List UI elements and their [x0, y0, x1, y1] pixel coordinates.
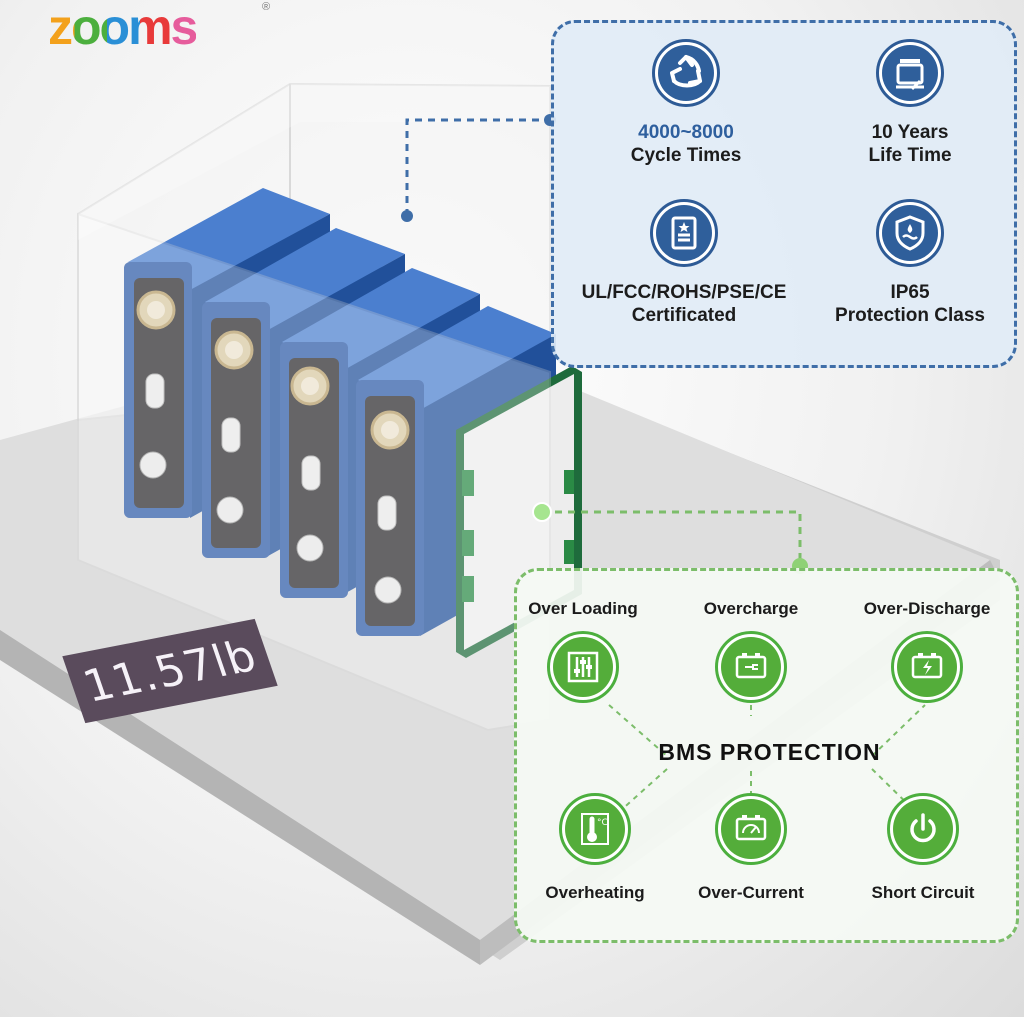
- bms-item-overcharge: Overcharge: [671, 599, 831, 703]
- feature-label: Life Time: [868, 145, 952, 166]
- bms-item-over-loading: Over Loading: [503, 599, 663, 703]
- bms-title: BMS PROTECTION: [658, 739, 881, 765]
- certificate-icon: [650, 199, 718, 267]
- feature-value: 10 Years: [871, 122, 949, 143]
- feature-cycle-times: 4000~8000 Cycle Times: [576, 39, 796, 167]
- blue-connector: [405, 118, 550, 216]
- bms-item-label: Over-Discharge: [863, 599, 991, 618]
- sliders-icon: [547, 631, 619, 703]
- feature-life-time: 10 Years Life Time: [800, 39, 1020, 167]
- registered-mark: ®: [262, 1, 271, 13]
- recycle-icon: [652, 39, 720, 107]
- bms-item-label: Overheating: [545, 883, 645, 902]
- features-panel: 4000~8000 Cycle Times 10 Years Life Time…: [551, 20, 1017, 368]
- waterproof-shield-icon: [876, 199, 944, 267]
- battery-discharge-icon: [891, 631, 963, 703]
- feature-label: Protection Class: [835, 305, 985, 326]
- bms-item-overheating: °C Overheating: [515, 793, 675, 903]
- brand-logo-text: zooms: [48, 0, 198, 55]
- bms-item-label: Overcharge: [703, 599, 799, 618]
- feature-protection-class: IP65 Protection Class: [800, 199, 1020, 327]
- battery-cells: [124, 188, 556, 636]
- power-icon: [887, 793, 959, 865]
- svg-text:°C: °C: [597, 818, 608, 828]
- thermometer-icon: °C: [559, 793, 631, 865]
- feature-value: UL/FCC/ROHS/PSE/CE: [581, 282, 787, 303]
- battery-plug-icon: [715, 631, 787, 703]
- bms-item-short-circuit: Short Circuit: [843, 793, 1003, 903]
- feature-value: IP65: [890, 282, 930, 303]
- bms-item-label: Short Circuit: [871, 883, 975, 902]
- bms-item-label: Over-Current: [698, 883, 804, 902]
- feature-label: Certificated: [631, 305, 737, 326]
- battery-life-icon: [876, 39, 944, 107]
- brand-logo: zooms ®: [48, 0, 270, 55]
- feature-certification: UL/FCC/ROHS/PSE/CE Certificated: [574, 199, 794, 327]
- feature-label: Cycle Times: [630, 145, 742, 166]
- bms-protection-panel: Over Loading Overcharge Over-Discharge B…: [514, 568, 1019, 943]
- feature-value: 4000~8000: [638, 122, 734, 143]
- bms-item-over-discharge: Over-Discharge: [847, 599, 1007, 703]
- battery-gauge-icon: [715, 793, 787, 865]
- bms-item-label: Over Loading: [528, 599, 638, 618]
- bms-item-over-current: Over-Current: [671, 793, 831, 903]
